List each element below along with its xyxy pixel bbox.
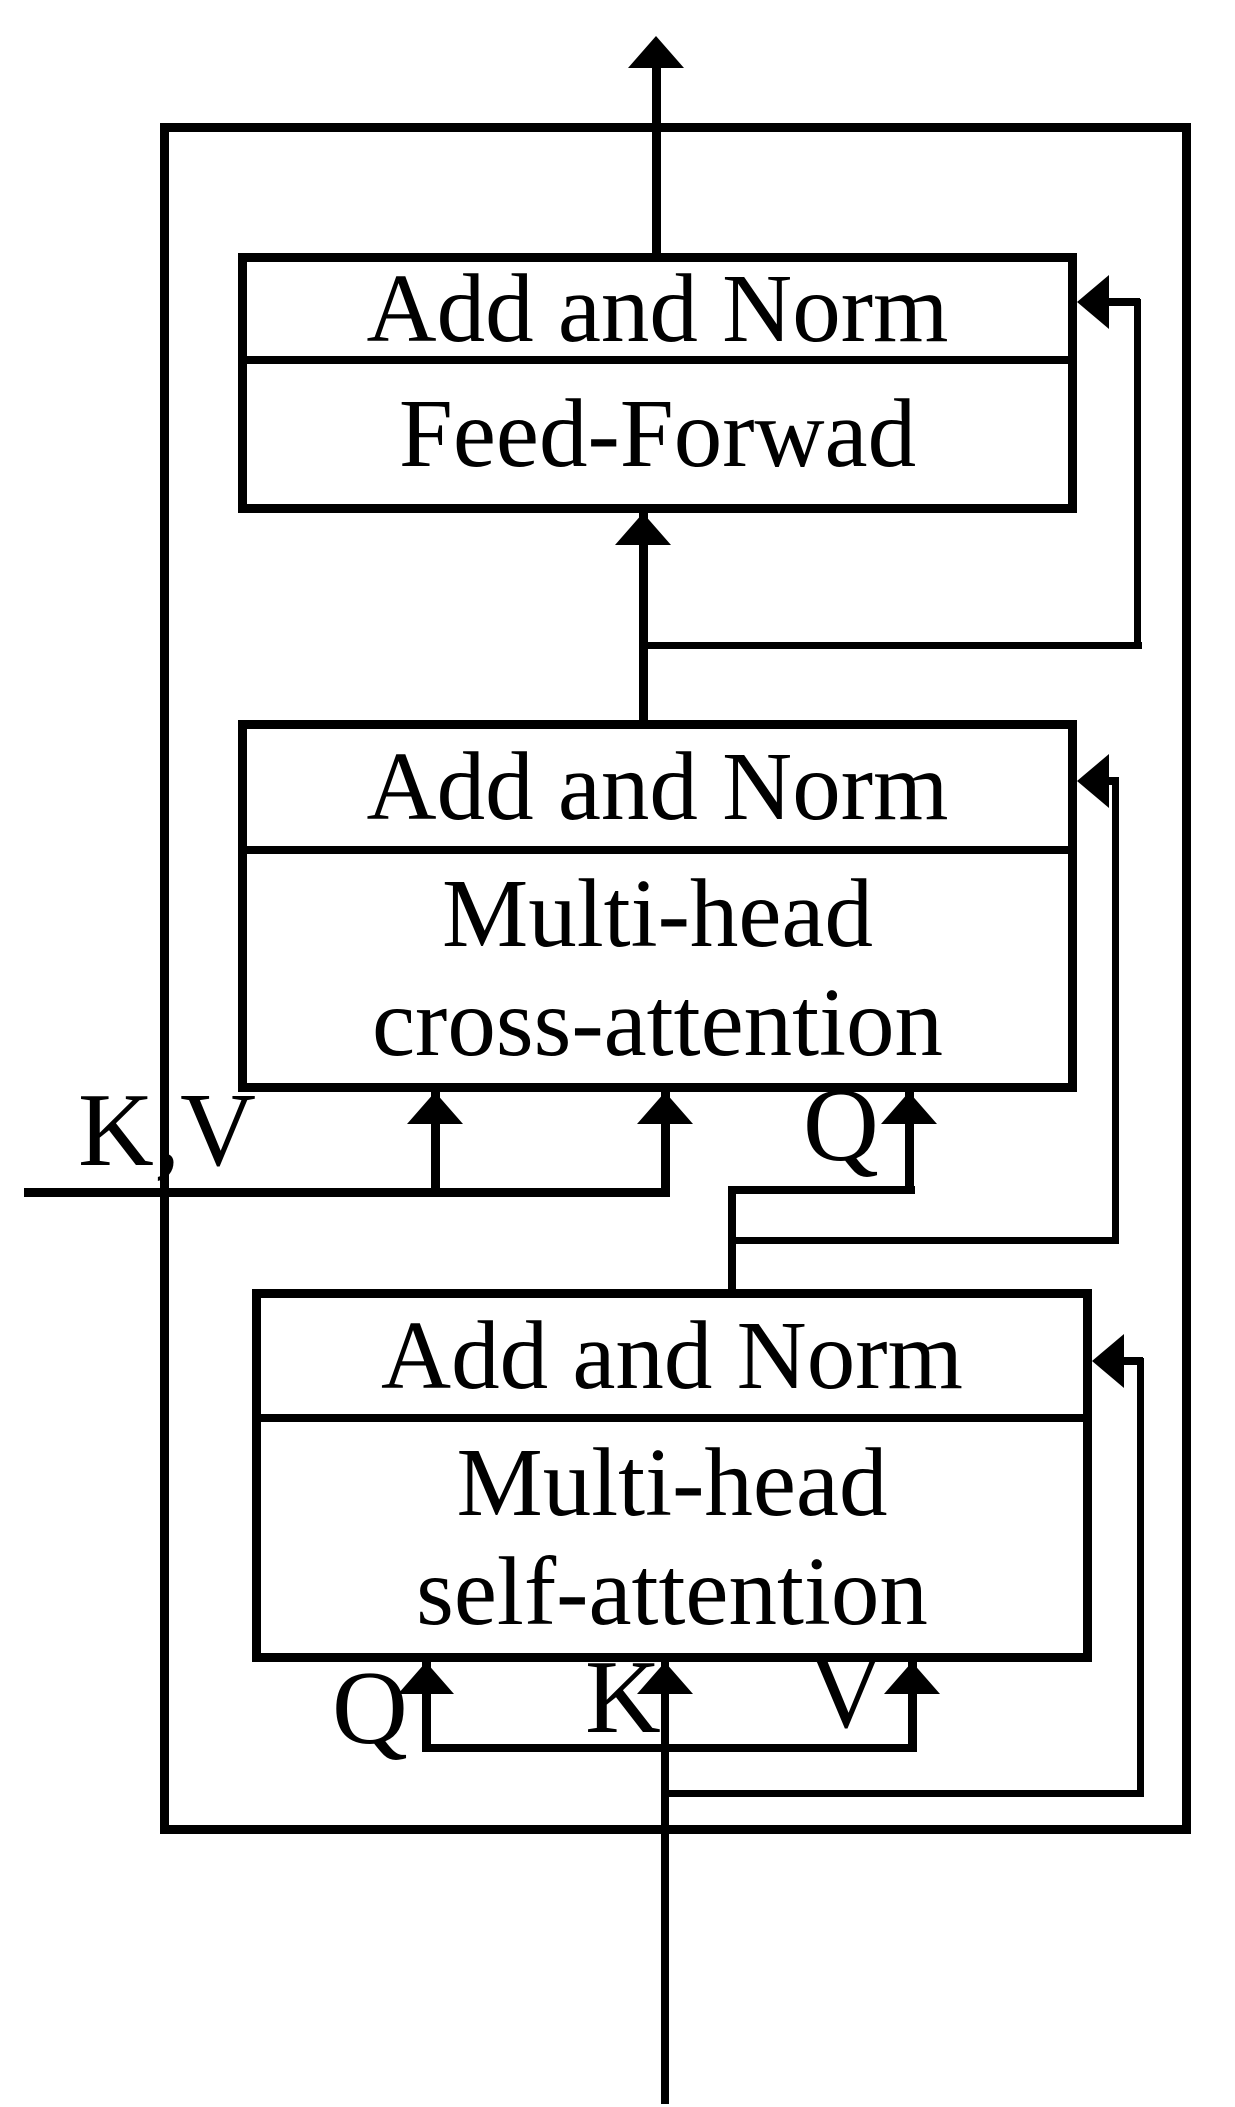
ff-residual-vertical-line bbox=[1134, 299, 1141, 649]
ff-input-arrowhead-up-icon bbox=[615, 513, 671, 545]
cross-attention-add-norm-row: Add and Norm bbox=[247, 729, 1068, 854]
kv-arrow2-line bbox=[661, 1092, 670, 1194]
cross-residual-entry-line bbox=[1105, 777, 1119, 785]
cross-attention-body-row: Multi-head cross-attention bbox=[247, 854, 1068, 1083]
q-arrowhead-up-icon bbox=[881, 1092, 937, 1124]
ff-residual-arrowhead-left-icon bbox=[1077, 275, 1109, 329]
kv-input-line bbox=[24, 1188, 670, 1197]
self-attention-body-row: Multi-head self-attention bbox=[261, 1422, 1083, 1653]
self-residual-entry-line bbox=[1120, 1357, 1143, 1365]
self-attention-label: Multi-head self-attention bbox=[416, 1429, 928, 1646]
cross-residual-vertical-line bbox=[1112, 778, 1119, 1244]
cross-residual-horizontal-line bbox=[728, 1237, 1119, 1244]
v-self-label: V bbox=[808, 1633, 884, 1750]
kv-input-label: K,V bbox=[78, 1071, 256, 1188]
self-v-arrowhead-up-icon bbox=[884, 1662, 940, 1694]
feed-forward-block: Add and Norm Feed-Forwad bbox=[238, 253, 1077, 513]
feed-forward-body-row: Feed-Forwad bbox=[247, 364, 1068, 504]
self-attention-label-line1: Multi-head bbox=[456, 1428, 888, 1536]
kv-arrow1-arrowhead-up-icon bbox=[407, 1092, 463, 1124]
ff-residual-entry-line bbox=[1105, 298, 1140, 306]
feed-forward-add-norm-row: Add and Norm bbox=[247, 255, 1068, 364]
cross-attention-label: Multi-head cross-attention bbox=[372, 860, 943, 1077]
qkv-connector-line bbox=[422, 1744, 917, 1752]
self-q-arrowhead-up-icon bbox=[398, 1662, 454, 1694]
decoder-input-line bbox=[661, 1662, 669, 2104]
self-v-arrow-line bbox=[908, 1662, 917, 1752]
cross-residual-arrowhead-left-icon bbox=[1077, 754, 1109, 808]
self-attention-label-line2: self-attention bbox=[416, 1537, 928, 1645]
self-q-arrow-line bbox=[422, 1662, 431, 1752]
cross-attention-add-norm-label: Add and Norm bbox=[366, 733, 949, 841]
self-attention-add-norm-row: Add and Norm bbox=[261, 1298, 1083, 1422]
self-residual-vertical-line bbox=[1137, 1358, 1144, 1797]
self-residual-horizontal-line bbox=[662, 1790, 1144, 1797]
self-attention-block: Add and Norm Multi-head self-attention bbox=[252, 1289, 1092, 1662]
q-self-label: Q bbox=[332, 1649, 408, 1766]
ff-residual-horizontal-line bbox=[639, 642, 1142, 649]
cross-attention-block: Add and Norm Multi-head cross-attention bbox=[238, 720, 1077, 1092]
q-arrow-line bbox=[905, 1092, 914, 1194]
self-residual-arrowhead-left-icon bbox=[1092, 1334, 1124, 1388]
self-attention-add-norm-label: Add and Norm bbox=[381, 1301, 963, 1409]
q-jog-line bbox=[728, 1186, 915, 1194]
feed-forward-add-norm-label: Add and Norm bbox=[366, 254, 949, 362]
kv-arrow2-arrowhead-up-icon bbox=[637, 1092, 693, 1124]
k-self-label: K bbox=[585, 1638, 661, 1755]
decoder-output-arrowhead-up-icon bbox=[628, 36, 684, 68]
feed-forward-label: Feed-Forwad bbox=[398, 379, 917, 487]
q-cross-label: Q bbox=[803, 1066, 879, 1183]
kv-arrow1-line bbox=[431, 1092, 440, 1194]
ff-input-line bbox=[639, 513, 648, 725]
cross-attention-label-line1: Multi-head bbox=[441, 859, 873, 967]
decoder-output-line bbox=[652, 64, 661, 262]
cross-attention-label-line2: cross-attention bbox=[371, 968, 944, 1076]
